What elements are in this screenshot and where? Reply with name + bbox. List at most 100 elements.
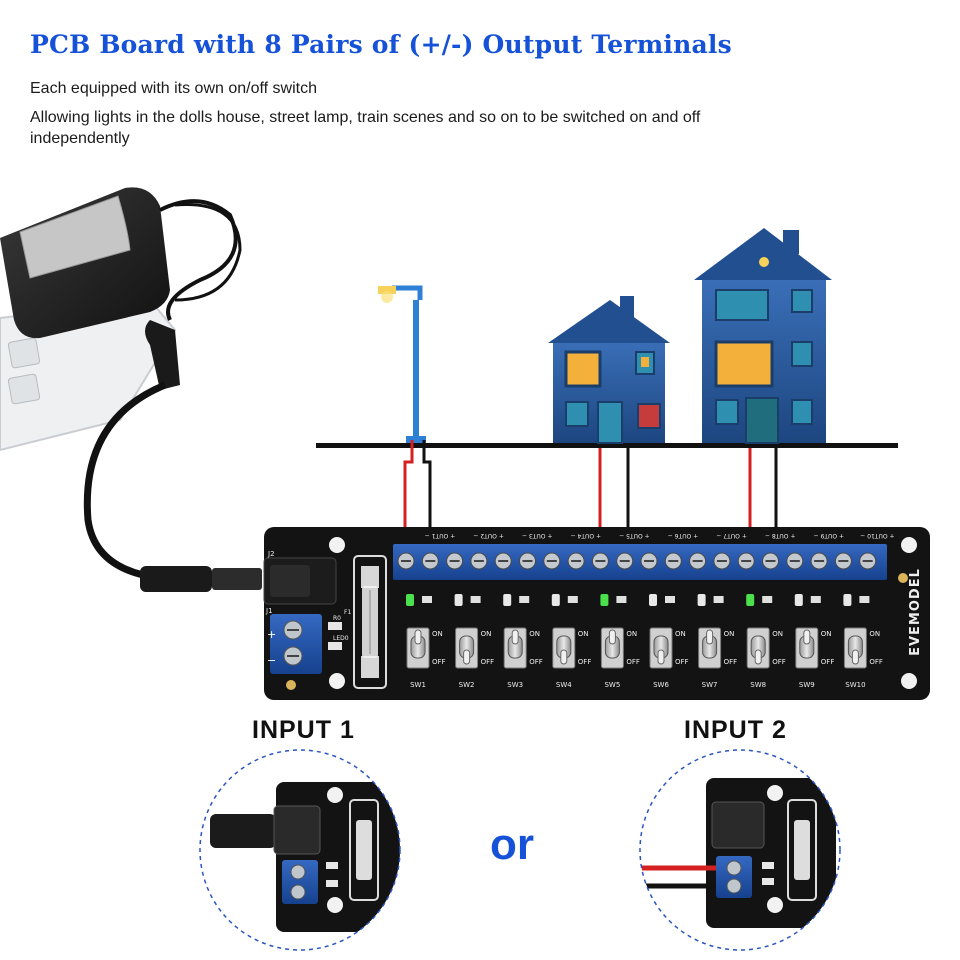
output-label: + OUT4 −	[571, 532, 601, 539]
svg-text:OFF: OFF	[432, 658, 446, 666]
svg-text:OFF: OFF	[529, 658, 543, 666]
svg-text:ON: ON	[578, 630, 589, 638]
switch-label: SW3	[507, 681, 523, 689]
terminal-screw[interactable]	[762, 552, 779, 570]
svg-text:ON: ON	[675, 630, 686, 638]
output-terminal-block	[393, 544, 887, 580]
cable-strain-relief	[145, 320, 180, 390]
terminal-screw[interactable]	[616, 552, 634, 570]
switch-label: SW9	[799, 681, 815, 689]
svg-text:ON: ON	[772, 630, 783, 638]
fuse-holder	[353, 555, 387, 689]
svg-text:OFF: OFF	[724, 658, 738, 666]
switch-label: SW10	[845, 681, 865, 689]
j2-label: J2	[267, 550, 275, 558]
resistor	[713, 596, 724, 603]
adapter-label	[19, 195, 131, 279]
svg-text:ON: ON	[821, 630, 832, 638]
terminal-screw[interactable]	[470, 552, 488, 570]
input-2-label: INPUT 2	[684, 716, 787, 744]
resistor	[422, 596, 432, 603]
output-label: + OUT6 −	[668, 532, 698, 539]
terminal-screw[interactable]	[859, 552, 877, 570]
resistor	[859, 596, 870, 603]
terminal-screw[interactable]	[737, 552, 755, 570]
minus-label: −	[267, 654, 276, 667]
street-lamp	[378, 285, 426, 443]
resistor	[810, 596, 821, 603]
resistor	[567, 596, 578, 603]
pcb-board: J2 J1 + − R0 LED0 F1 + OUT1 −+ OUT2 −+ O…	[263, 527, 930, 700]
terminal-screw[interactable]	[713, 552, 731, 570]
terminal-screw[interactable]	[640, 552, 658, 570]
output-label: + OUT3 −	[522, 532, 552, 539]
resistor	[762, 596, 773, 603]
terminal-screw[interactable]	[786, 552, 804, 570]
resistor-r0	[328, 622, 342, 630]
output-label: + OUT7 −	[716, 532, 746, 539]
status-led	[600, 594, 609, 606]
plus-label: +	[267, 628, 276, 641]
switch-label: SW5	[604, 681, 620, 689]
status-led	[406, 594, 414, 606]
switch-label: SW8	[750, 681, 766, 689]
svg-text:R0: R0	[333, 615, 341, 622]
status-led	[746, 594, 755, 606]
terminal-screw[interactable]	[567, 552, 585, 570]
status-led	[649, 594, 657, 606]
svg-text:F1: F1	[344, 609, 351, 616]
terminal-screw[interactable]	[397, 552, 415, 570]
output-label: + OUT2 −	[473, 532, 503, 539]
terminal-screw[interactable]	[664, 552, 682, 570]
status-led	[454, 594, 463, 606]
terminal-screw[interactable]	[446, 552, 464, 570]
terminal-screw[interactable]	[834, 552, 852, 570]
terminal-screw[interactable]	[810, 552, 828, 570]
lamp-bulb	[378, 286, 396, 294]
terminal-screw[interactable]	[519, 552, 536, 570]
description-line-2: Allowing lights in the dolls house, stre…	[30, 109, 701, 147]
resistor	[665, 596, 675, 603]
or-label: or	[490, 820, 534, 869]
terminal-screw[interactable]	[591, 552, 609, 570]
window-lit	[564, 350, 602, 388]
status-led	[551, 594, 560, 606]
output-label: + OUT9 −	[814, 532, 844, 539]
svg-text:ON: ON	[481, 630, 492, 638]
toggle-switch[interactable]: ON OFF	[503, 627, 543, 669]
svg-text:ON: ON	[529, 630, 540, 638]
terminal-screw[interactable]	[494, 552, 512, 570]
socket-slot	[7, 337, 41, 369]
terminal-screw[interactable]	[421, 552, 439, 570]
terminal-screw[interactable]	[543, 552, 561, 570]
svg-text:OFF: OFF	[869, 658, 883, 666]
j1-label: J1	[265, 607, 273, 615]
socket-slot	[7, 373, 41, 405]
house-small	[548, 296, 670, 444]
output-label: + OUT5 −	[619, 532, 649, 539]
description-line-1: Each equipped with its own on/off switch	[30, 80, 317, 97]
power-adapter	[0, 187, 262, 592]
house-tall	[694, 228, 832, 444]
power-cable	[83, 381, 260, 582]
resistor	[470, 596, 481, 603]
output-label: + OUT10 −	[860, 532, 894, 539]
switch-label: SW6	[653, 681, 669, 689]
input-terminal-j1	[270, 614, 322, 674]
output-label: + OUT1 −	[425, 532, 455, 539]
terminal-screw[interactable]	[689, 552, 707, 570]
switch-label: SW1	[410, 681, 426, 689]
switch-label: SW2	[459, 681, 475, 689]
output-label: + OUT8 −	[765, 532, 795, 539]
scene-ground	[316, 443, 898, 448]
